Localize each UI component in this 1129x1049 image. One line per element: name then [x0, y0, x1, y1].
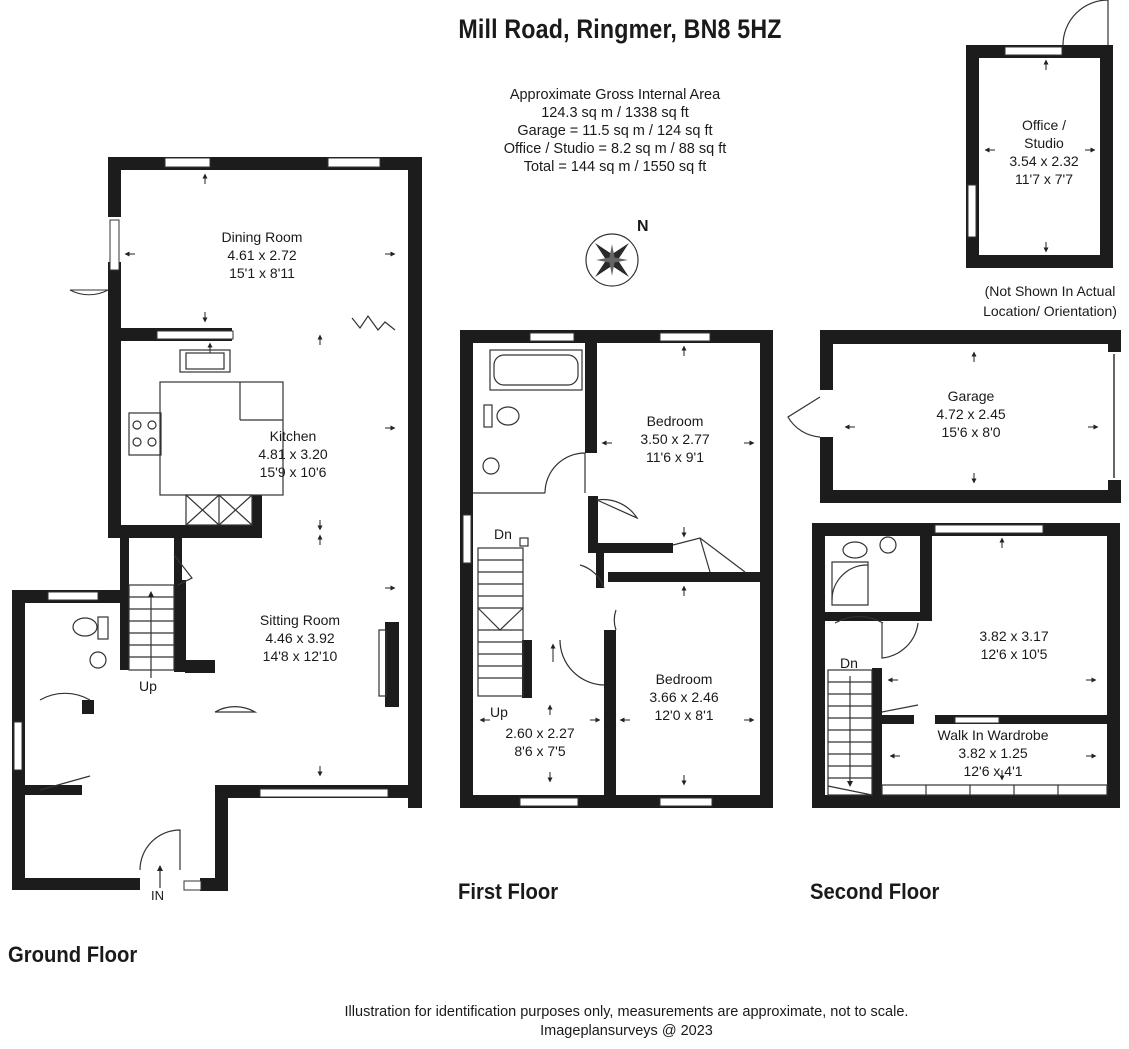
- room-name: Garage: [947, 388, 995, 404]
- footer: Illustration for identification purposes…: [0, 1003, 1129, 1041]
- office-studio-plan: [966, 0, 1113, 268]
- first-stairs-down-label: Dn: [494, 526, 512, 542]
- area-office: Office / Studio = 8.2 sq m / 88 sq ft: [503, 141, 727, 157]
- room-name: Sitting Room: [259, 612, 341, 628]
- first-floor-dimension-arrows: [479, 345, 755, 786]
- room-name-line2: Studio: [1024, 135, 1064, 151]
- room-metric: 3.82 x 3.17: [979, 628, 1049, 644]
- compass-rose-icon: [585, 233, 639, 287]
- room-metric: 4.72 x 2.45: [936, 406, 1006, 422]
- ground-floor-label: Ground Floor: [8, 942, 138, 967]
- area-garage: Garage = 11.5 sq m / 124 sq ft: [517, 123, 713, 139]
- footer-disclaimer: Illustration for identification purposes…: [344, 1004, 909, 1020]
- room-bedroom-1: Bedroom 3.50 x 2.77 11'6 x 9'1: [640, 412, 709, 466]
- room-office-studio: Office / Studio 3.54 x 2.32 11'7 x 7'7: [1009, 116, 1078, 188]
- room-imperial: 15'1 x 8'11: [229, 265, 295, 281]
- room-imperial: 12'6 x 10'5: [980, 646, 1048, 662]
- first-floor-label: First Floor: [458, 879, 559, 904]
- first-floor-fixtures: [473, 349, 746, 697]
- room-bedroom-2: Bedroom 3.66 x 2.46 12'0 x 8'1: [649, 670, 718, 724]
- second-stairs-down-label: Dn: [840, 655, 858, 671]
- room-imperial: 15'9 x 10'6: [259, 464, 327, 480]
- room-kitchen: Kitchen 4.81 x 3.20 15'9 x 10'6: [258, 427, 327, 481]
- room-name: Kitchen: [269, 428, 317, 444]
- ground-floor-fixtures: [39, 289, 396, 888]
- room-imperial: 12'0 x 8'1: [654, 707, 714, 723]
- outbuilding-note: (Not Shown In Actual Location/ Orientati…: [970, 281, 1129, 321]
- room-name: Bedroom: [646, 413, 704, 429]
- room-name: Walk In Wardrobe: [937, 727, 1049, 743]
- first-floor-windows: [462, 332, 713, 807]
- room-imperial: 11'7 x 7'7: [1014, 171, 1074, 187]
- room-metric: 3.82 x 1.25: [958, 745, 1028, 761]
- room-metric: 4.46 x 3.92: [265, 630, 335, 646]
- footer-credit: Imageplansurveys @ 2023: [540, 1023, 713, 1039]
- room-small-bedroom: 2.60 x 2.27 8'6 x 7'5: [505, 724, 574, 760]
- room-garage: Garage 4.72 x 2.45 15'6 x 8'0: [936, 387, 1005, 441]
- area-total: Total = 144 sq m / 1550 sq ft: [523, 159, 707, 175]
- room-metric: 4.61 x 2.72: [227, 247, 297, 263]
- area-heading: Approximate Gross Internal Area: [509, 87, 721, 103]
- room-name: Dining Room: [221, 229, 303, 245]
- room-imperial: 15'6 x 8'0: [941, 424, 1001, 440]
- area-main: 124.3 sq m / 1338 sq ft: [541, 105, 689, 121]
- second-floor-label: Second Floor: [810, 879, 940, 904]
- note-line1: (Not Shown In Actual: [984, 283, 1116, 299]
- first-floor-plan: [460, 330, 773, 808]
- room-metric: 3.66 x 2.46: [649, 689, 719, 705]
- plan-title: Mill Road, Ringmer, BN8 5HZ: [458, 14, 782, 44]
- room-imperial: 11'6 x 9'1: [645, 449, 705, 465]
- room-walk-in-wardrobe: Walk In Wardrobe 3.82 x 1.25 12'6 x 4'1: [938, 726, 1049, 780]
- room-imperial: 12'6 x 4'1: [963, 763, 1023, 779]
- room-imperial: 8'6 x 7'5: [514, 743, 566, 759]
- room-dining: Dining Room 4.61 x 2.72 15'1 x 8'11: [222, 228, 303, 282]
- second-floor-plan: [812, 523, 1120, 808]
- note-line2: Location/ Orientation): [983, 303, 1117, 319]
- ground-floor-plan: [12, 157, 422, 891]
- room-metric: 3.54 x 2.32: [1009, 153, 1079, 169]
- room-metric: 4.81 x 3.20: [258, 446, 328, 462]
- entrance-label: IN: [151, 888, 164, 903]
- room-imperial: 14'8 x 12'10: [262, 648, 338, 664]
- room-name-line1: Office /: [1021, 117, 1067, 133]
- ground-floor-windows: [13, 157, 389, 891]
- compass-north-label: N: [637, 218, 649, 235]
- ground-floor-dimension-arrows: [124, 173, 396, 777]
- area-summary: Approximate Gross Internal Area 124.3 sq…: [465, 86, 765, 176]
- room-name: Bedroom: [655, 671, 713, 687]
- room-sitting: Sitting Room 4.46 x 3.92 14'8 x 12'10: [260, 611, 340, 665]
- room-metric: 2.60 x 2.27: [505, 725, 575, 741]
- room-second-bedroom: 3.82 x 3.17 12'6 x 10'5: [979, 627, 1048, 663]
- garage-plan: [787, 330, 1121, 503]
- first-stairs-up-label: Up: [490, 704, 508, 720]
- ground-stairs-up-label: Up: [139, 678, 157, 694]
- room-metric: 3.50 x 2.77: [640, 431, 710, 447]
